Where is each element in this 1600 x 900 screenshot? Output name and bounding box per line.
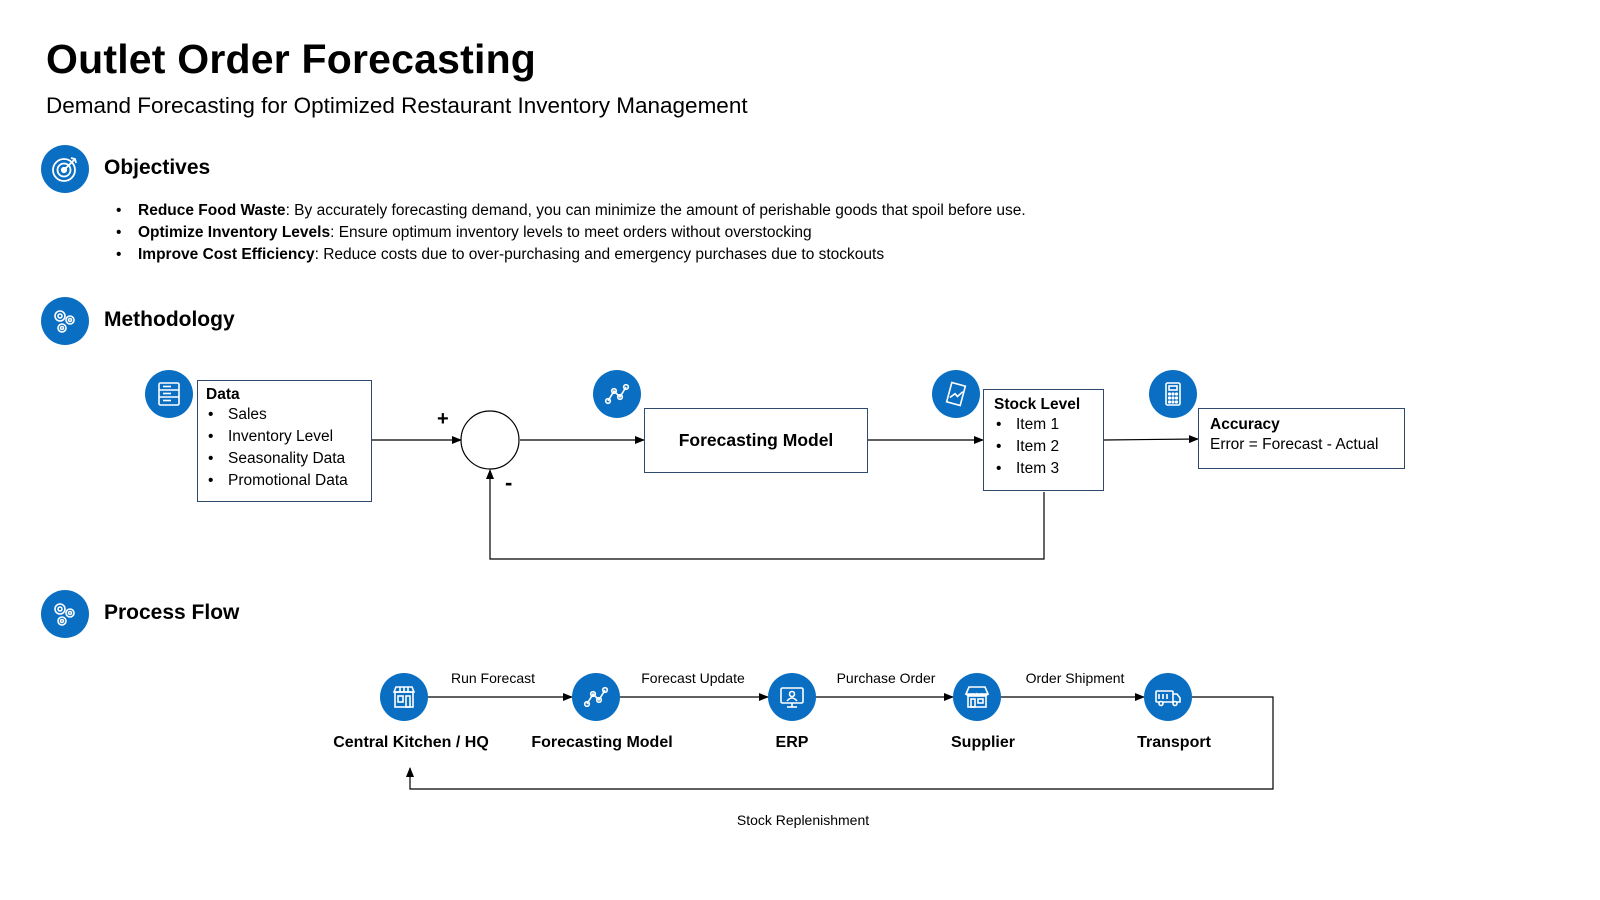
stock-level-title: Stock Level (994, 396, 1081, 413)
summing-junction (460, 410, 520, 470)
store-icon (380, 673, 428, 721)
flow-node-central-kitchen: Central Kitchen / HQ (333, 734, 489, 751)
calculator-icon (1149, 370, 1197, 418)
accuracy-formula: Error = Forecast - Actual (1210, 436, 1379, 453)
edge-label-purchase-order: Purchase Order (836, 670, 936, 686)
list-item: Promotional Data (206, 470, 363, 492)
gears-icon (41, 590, 89, 638)
list-item: Improve Cost Efficiency: Reduce costs du… (116, 244, 1026, 266)
data-box-title: Data (206, 386, 240, 403)
flow-node-forecasting-model: Forecasting Model (531, 734, 673, 751)
monitor-user-icon (768, 673, 816, 721)
list-item: Optimize Inventory Levels: Ensure optimu… (116, 222, 1026, 244)
accuracy-title: Accuracy (1210, 416, 1280, 433)
forecasting-model-box: Forecasting Model (644, 408, 868, 473)
forecasting-model-title: Forecasting Model (678, 430, 834, 450)
list-item: Reduce Food Waste: By accurately forecas… (116, 200, 1026, 222)
objectives-list: Reduce Food Waste: By accurately forecas… (116, 200, 1026, 266)
edge-label-stock-replenishment: Stock Replenishment (736, 812, 870, 828)
page-subtitle: Demand Forecasting for Optimized Restaur… (46, 93, 748, 118)
methodology-title: Methodology (104, 308, 235, 331)
edge-label-forecast-update: Forecast Update (641, 670, 745, 686)
line-chart-icon (593, 370, 641, 418)
target-icon (41, 145, 89, 193)
flow-node-erp: ERP (775, 734, 809, 751)
list-item: Inventory Level (206, 426, 363, 448)
list-item: Item 2 (994, 436, 1093, 458)
gears-icon (41, 297, 89, 345)
edge-label-order-shipment: Order Shipment (1025, 670, 1125, 686)
list-item: Item 3 (994, 458, 1093, 480)
list-item: Sales (206, 404, 363, 426)
shop-icon (953, 673, 1001, 721)
stock-level-box: Stock Level Item 1 Item 2 Item 3 (983, 389, 1104, 491)
minus-sign: - (505, 470, 513, 495)
chart-document-icon (932, 370, 980, 418)
line-chart-icon (572, 673, 620, 721)
list-item: Seasonality Data (206, 448, 363, 470)
truck-icon (1144, 673, 1192, 721)
database-icon (145, 370, 193, 418)
flow-node-transport: Transport (1137, 734, 1211, 751)
list-item: Item 1 (994, 414, 1093, 436)
plus-sign: + (437, 408, 449, 430)
objectives-title: Objectives (104, 156, 211, 179)
data-box: Data Sales Inventory Level Seasonality D… (197, 380, 372, 502)
flow-node-supplier: Supplier (950, 734, 1016, 751)
accuracy-box: Accuracy Error = Forecast - Actual (1198, 408, 1405, 469)
edge-label-run-forecast: Run Forecast (450, 670, 536, 686)
page-title: Outlet Order Forecasting (46, 36, 537, 82)
process-flow-title: Process Flow (104, 601, 240, 624)
